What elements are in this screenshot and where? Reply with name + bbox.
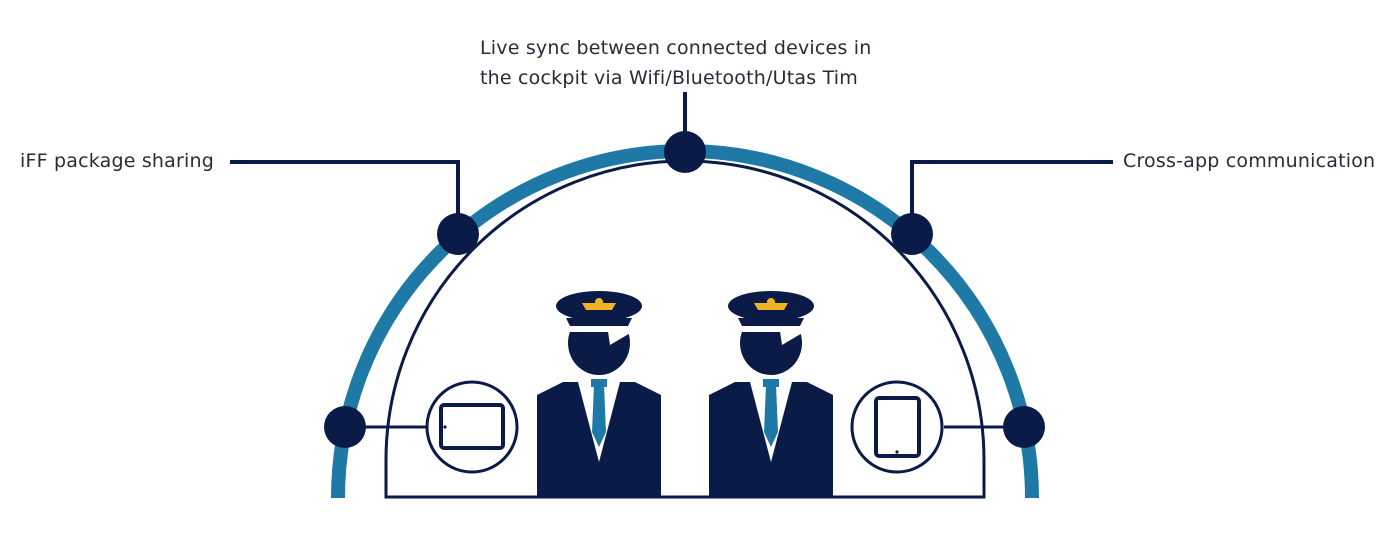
label-live-sync: Live sync between connected devices in t… (480, 37, 872, 89)
connector-right (910, 160, 1113, 232)
node-right-upper (891, 213, 933, 255)
label-cross-app-communication: Cross-app communication (1123, 150, 1376, 172)
connector-left (230, 160, 460, 232)
tablet-landscape-icon (425, 380, 519, 474)
node-right-lower (1003, 406, 1045, 448)
pilot-right-icon (709, 291, 833, 497)
node-left-upper (437, 213, 479, 255)
node-top (664, 131, 706, 173)
tablet-portrait-icon (850, 380, 944, 474)
pilot-left-icon (537, 291, 661, 497)
label-iff-package-sharing: iFF package sharing (20, 150, 215, 172)
node-left-lower (324, 406, 366, 448)
